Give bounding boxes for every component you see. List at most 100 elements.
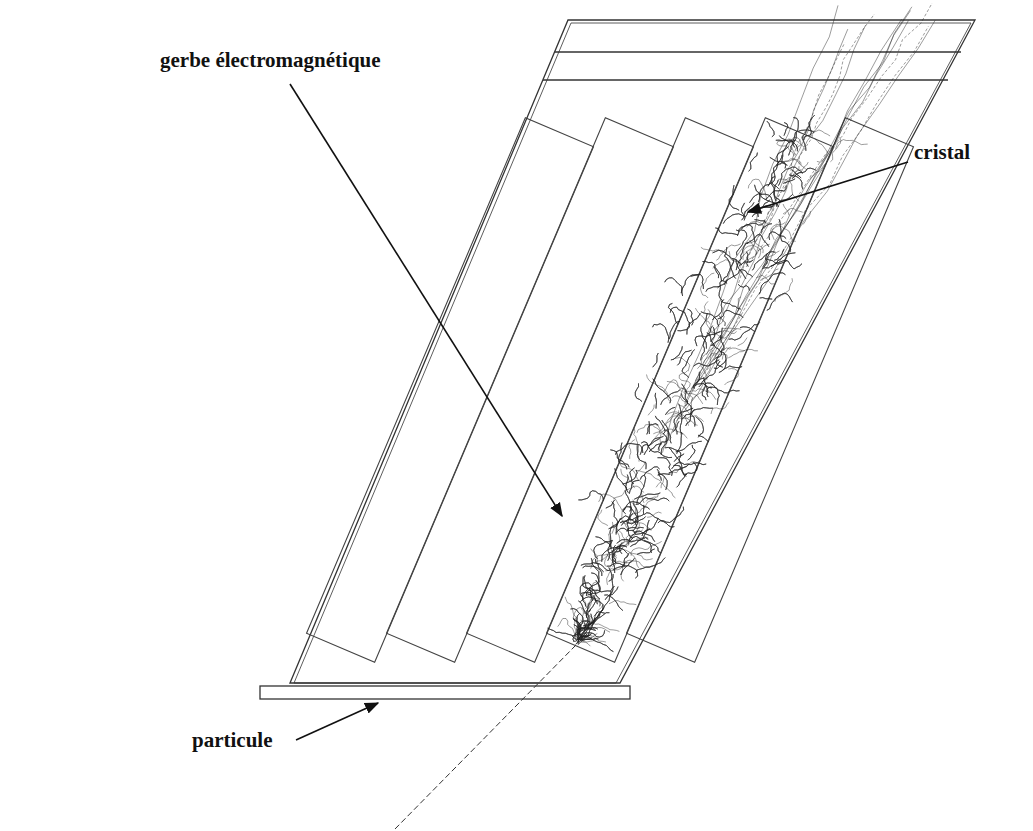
shower-track bbox=[627, 553, 653, 560]
shower-track bbox=[770, 157, 786, 168]
shower-track bbox=[704, 383, 719, 405]
shower-track bbox=[565, 597, 579, 627]
shower-track bbox=[729, 185, 739, 210]
shower-track bbox=[616, 528, 635, 533]
shower-track bbox=[619, 443, 627, 470]
housing-inner-outline bbox=[294, 23, 971, 683]
shower-track bbox=[610, 518, 621, 548]
shower-track bbox=[658, 458, 673, 476]
shower-track bbox=[606, 500, 615, 508]
shower-track bbox=[682, 408, 713, 420]
shower-track bbox=[691, 274, 704, 289]
shower-track bbox=[658, 474, 671, 475]
shower-track bbox=[802, 125, 809, 151]
shower-track bbox=[609, 601, 636, 605]
shower-track bbox=[630, 520, 649, 547]
shower-track bbox=[613, 550, 622, 573]
housing-outline bbox=[290, 20, 975, 683]
entrance-plate bbox=[260, 686, 630, 699]
shower-track bbox=[630, 520, 649, 547]
shower-track bbox=[725, 369, 739, 386]
shower-track bbox=[692, 410, 696, 427]
shower-track bbox=[629, 536, 652, 553]
shower-track bbox=[729, 323, 760, 341]
shower-track bbox=[767, 293, 793, 310]
shower-track bbox=[761, 14, 874, 233]
shower-track bbox=[548, 628, 577, 639]
shower-track bbox=[613, 550, 622, 573]
shower-track bbox=[616, 443, 643, 454]
shower-track bbox=[629, 536, 652, 553]
shower-track bbox=[640, 439, 660, 455]
shower-track bbox=[629, 480, 639, 493]
shower-track bbox=[759, 273, 785, 294]
shower-track bbox=[616, 516, 637, 535]
shower-track bbox=[802, 125, 809, 151]
shower-track bbox=[706, 286, 720, 291]
shower-track bbox=[653, 353, 659, 367]
shower-track bbox=[609, 574, 613, 595]
shower-track bbox=[633, 503, 638, 523]
shower-track bbox=[695, 308, 710, 324]
shower-track bbox=[548, 628, 577, 639]
shower-track bbox=[760, 298, 773, 300]
shower-track bbox=[677, 350, 691, 365]
shower-track bbox=[589, 558, 599, 589]
shower-track bbox=[723, 214, 744, 224]
shower-track bbox=[636, 498, 670, 505]
shower-track bbox=[629, 532, 637, 545]
shower-track bbox=[749, 153, 758, 172]
shower-track bbox=[612, 522, 614, 534]
shower-track bbox=[767, 293, 793, 310]
shower-track bbox=[655, 393, 656, 409]
shower-track bbox=[626, 475, 629, 493]
shower-track bbox=[640, 439, 660, 455]
shower-track bbox=[711, 402, 729, 414]
shower-track bbox=[701, 313, 707, 348]
shower-track bbox=[661, 390, 680, 405]
shower-track bbox=[578, 491, 603, 501]
shower-track bbox=[658, 458, 673, 476]
shower-track bbox=[698, 435, 709, 442]
shower-track bbox=[774, 249, 784, 260]
leader-arrow bbox=[748, 162, 908, 212]
shower-track bbox=[580, 614, 600, 629]
shower-track bbox=[620, 507, 631, 523]
shower-track bbox=[670, 307, 690, 323]
shower-track bbox=[610, 450, 629, 468]
shower-track bbox=[767, 293, 793, 310]
shower-track bbox=[655, 416, 665, 434]
shower-track bbox=[772, 163, 787, 183]
shower-track bbox=[665, 278, 683, 296]
shower-track bbox=[671, 346, 682, 360]
shower-track bbox=[548, 628, 577, 639]
shower-track bbox=[653, 379, 671, 404]
shower-track bbox=[630, 520, 649, 547]
shower-track bbox=[608, 540, 613, 561]
shower-track bbox=[661, 433, 666, 455]
shower-track bbox=[644, 513, 674, 528]
shower-track bbox=[653, 324, 669, 343]
shower-track bbox=[776, 147, 789, 166]
shower-track bbox=[609, 502, 618, 529]
shower-track bbox=[558, 619, 576, 638]
shower-track bbox=[769, 232, 786, 240]
shower-track bbox=[640, 439, 660, 455]
shower-track bbox=[713, 316, 724, 331]
shower-track bbox=[609, 568, 612, 582]
shower-track bbox=[647, 424, 659, 435]
shower-track bbox=[767, 121, 774, 137]
crystal bbox=[307, 118, 594, 662]
shower-track bbox=[644, 513, 674, 528]
shower-track bbox=[578, 601, 586, 618]
shower-track bbox=[759, 273, 785, 294]
shower-track bbox=[636, 558, 666, 573]
shower-track bbox=[668, 303, 677, 323]
shower-track bbox=[629, 480, 639, 493]
shower-track bbox=[635, 505, 644, 522]
shower-track bbox=[767, 121, 774, 137]
shower-track bbox=[669, 321, 680, 339]
shower-track bbox=[703, 262, 722, 282]
shower-track bbox=[774, 249, 784, 260]
